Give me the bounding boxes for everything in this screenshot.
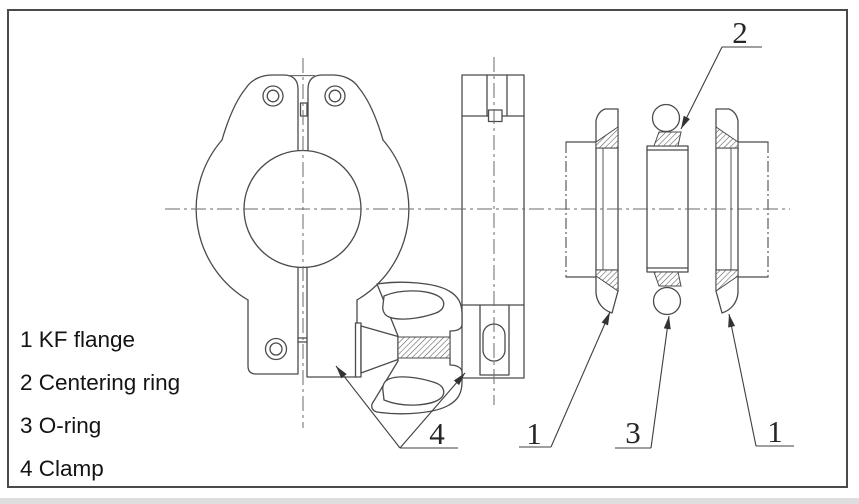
flange-left-section-top — [595, 126, 619, 149]
centering-ring-section-top — [653, 131, 682, 147]
wing-nut-wing-bottom — [382, 376, 445, 406]
callout-digit-4: 4 — [429, 416, 445, 451]
wing-nut-washer — [354, 322, 362, 378]
bottom-margin-strip — [0, 498, 859, 504]
callout-clamp: 4 — [335, 365, 466, 451]
callout-digit-2: 2 — [732, 15, 748, 50]
clamp-outer-arc-right — [356, 139, 410, 301]
wing-nut-assembly — [354, 281, 463, 415]
side-view-bolt-slot — [482, 323, 506, 362]
o-ring-bottom — [652, 286, 682, 316]
o-ring-top — [651, 103, 681, 133]
flange-left-profile — [595, 108, 619, 314]
clamp-ear-hole-right — [324, 85, 346, 107]
side-view-slot-notch — [487, 109, 503, 123]
legend-item-kf-flange: 1 KF flange — [20, 327, 135, 352]
callout-flange-right: 1 — [728, 313, 794, 449]
clamp-ear-hole-left — [262, 85, 284, 107]
flange-right-section-top — [715, 126, 739, 149]
clamp-outer-arc-left — [195, 139, 249, 301]
drawing-border — [7, 9, 848, 488]
centering-ring-section-bottom — [653, 271, 682, 287]
callout-digit-1-left: 1 — [526, 416, 542, 451]
legend: 1 KF flange 2 Centering ring 3 O-ring 4 … — [20, 327, 180, 481]
legend-item-o-ring: 3 O-ring — [20, 413, 101, 438]
clamp-hinge-slit-mark — [299, 102, 308, 117]
callout-flange-left: 1 — [519, 311, 611, 451]
wing-nut-wing-top — [382, 290, 445, 320]
clamp-lug-left — [247, 267, 299, 375]
clamp-hinge-pin-hole — [264, 337, 288, 361]
flange-right-profile — [715, 108, 739, 314]
legend-item-centering-ring: 2 Centering ring — [20, 370, 180, 395]
clamp-ear-left — [221, 74, 299, 151]
callouts: 2 4 1 3 1 — [335, 15, 794, 451]
clamp-lug-right — [306, 267, 358, 378]
flange-left-section-bottom — [595, 269, 619, 292]
clamp-ear-right — [307, 74, 384, 151]
legend-item-clamp: 4 Clamp — [20, 456, 104, 481]
kf-flange-right — [715, 108, 769, 314]
clamp-front-view — [195, 74, 463, 415]
callout-centering-ring: 2 — [680, 15, 762, 130]
kf-flange-left — [565, 108, 619, 314]
callout-digit-3: 3 — [625, 415, 641, 450]
threaded-bolt — [397, 336, 451, 359]
flange-right-section-bottom — [715, 269, 739, 292]
clamp-side-view — [461, 74, 525, 379]
callout-o-ring: 3 — [615, 315, 671, 450]
centerlines — [165, 57, 790, 428]
callout-digit-1-right: 1 — [767, 414, 783, 449]
wing-nut-cone — [360, 325, 399, 374]
